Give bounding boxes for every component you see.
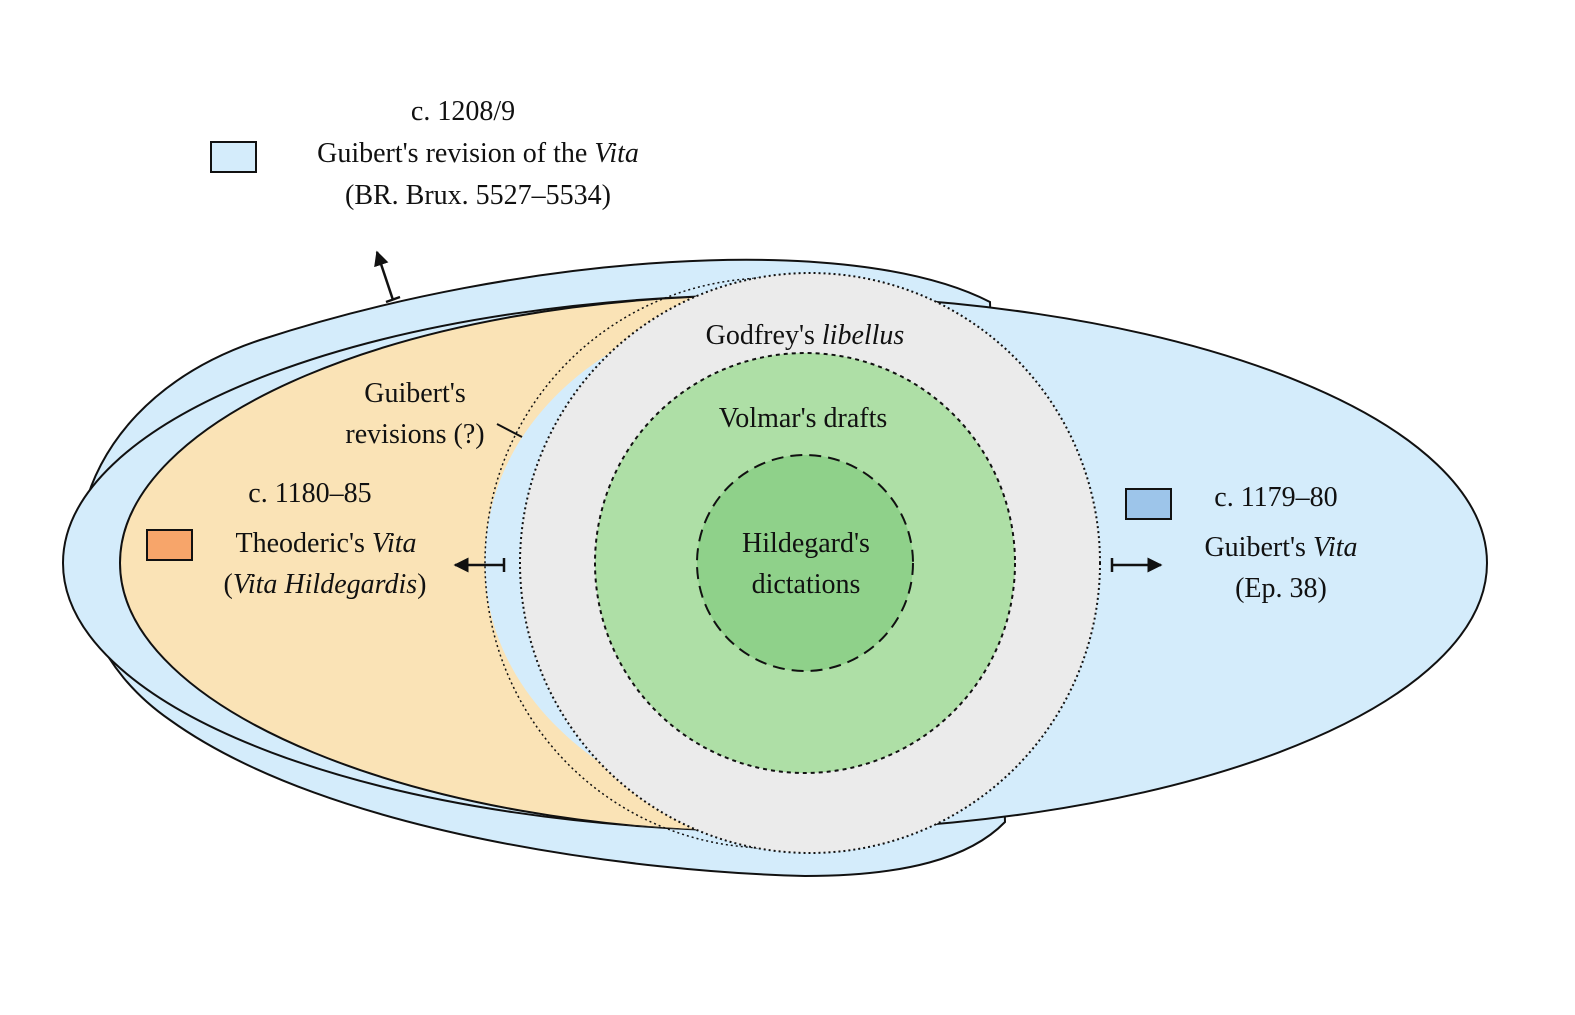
guibert-vita-date: c. 1179–80 — [1214, 482, 1337, 513]
godfrey-libellus-label: Godfrey's libellus — [706, 320, 905, 351]
guibert-revisions-label-line1: Guibert's — [364, 378, 465, 409]
volmar-drafts-label: Volmar's drafts — [719, 403, 888, 434]
theoderic-subtitle: (Vita Hildegardis) — [224, 569, 427, 600]
guibert-revisions-label-line2: revisions (?) — [345, 419, 484, 450]
guibert-vita-title: Guibert's Vita — [1204, 532, 1357, 563]
theoderic-legend-swatch — [146, 529, 193, 561]
hildegard-label-line2: dictations — [752, 569, 861, 600]
guibert-vita-source: (Ep. 38) — [1235, 573, 1327, 604]
revision-source: (BR. Brux. 5527–5534) — [345, 180, 611, 211]
arrow-to-guibert-vita-legend — [1110, 557, 1163, 573]
guibert-revisions-pointer — [496, 423, 523, 438]
revision-legend-swatch — [210, 141, 257, 173]
arrow-to-revision-legend — [374, 250, 401, 304]
theoderic-vita-region — [120, 295, 770, 831]
theoderic-title: Theoderic's Vita — [235, 528, 416, 559]
theoderic-date: c. 1180–85 — [248, 478, 371, 509]
arrow-to-theoderic-legend — [453, 557, 506, 573]
revision-title: Guibert's revision of the Vita — [317, 138, 639, 169]
hildegard-label-line1: Hildegard's — [742, 528, 870, 559]
theoderic-vita-outline — [118, 295, 771, 831]
revision-date: c. 1208/9 — [411, 96, 515, 127]
hildegard-dictations-region — [696, 454, 914, 672]
guibert-vita-legend-swatch — [1125, 488, 1172, 520]
